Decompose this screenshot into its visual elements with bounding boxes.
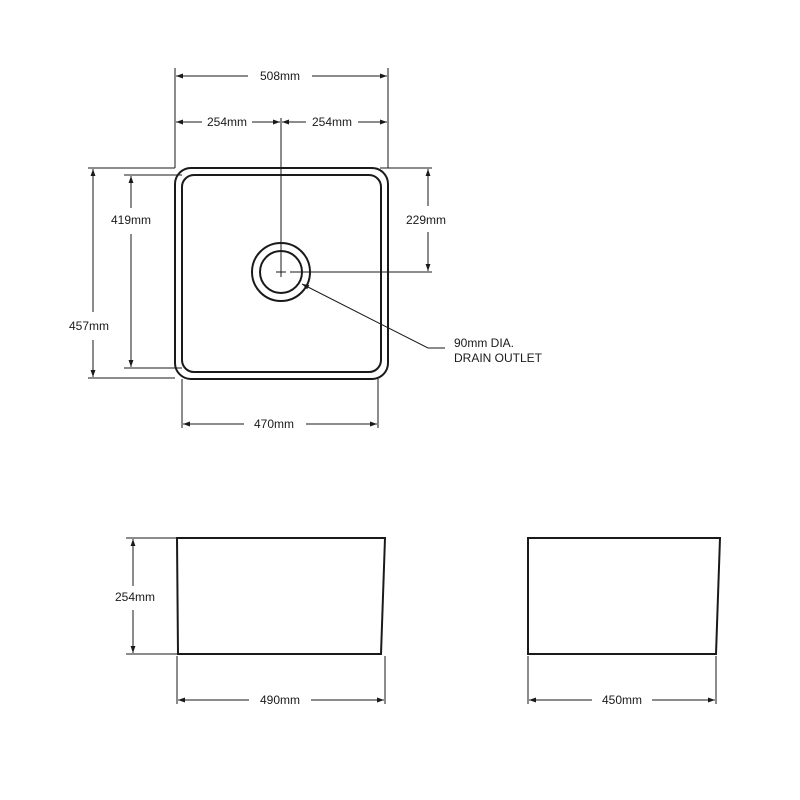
dim-overall-depth-label: 457mm (69, 319, 109, 333)
dim-right-half-label: 254mm (312, 115, 352, 129)
front-view: 254mm 490mm (115, 537, 387, 707)
dim-left-half: 254mm (176, 115, 280, 129)
dim-front-height: 254mm (115, 539, 155, 653)
dim-right-half: 254mm (282, 115, 387, 129)
dim-inner-depth: 419mm (111, 176, 151, 367)
dim-overall-depth: 457mm (69, 169, 109, 377)
dim-left-half-label: 254mm (207, 115, 247, 129)
dim-side-width-label: 450mm (602, 693, 642, 707)
dim-drain-offset-label: 229mm (406, 213, 446, 227)
plan-view: 508mm 254mm 254mm 457mm 419mm (69, 68, 543, 431)
drain-leader: 90mm DIA. DRAIN OUTLET (301, 283, 543, 365)
dim-drain-offset: 229mm (406, 169, 446, 271)
dim-overall-width-label: 508mm (260, 69, 300, 83)
dim-bottom-width-label: 470mm (254, 417, 294, 431)
drain-note-line1: 90mm DIA. (454, 336, 514, 350)
drain-note-line2: DRAIN OUTLET (454, 351, 543, 365)
dim-front-height-label: 254mm (115, 590, 155, 604)
dim-side-width: 450mm (529, 693, 715, 707)
front-view-outline (175, 537, 387, 655)
dim-front-width-label: 490mm (260, 693, 300, 707)
dim-front-width: 490mm (178, 693, 384, 707)
dim-overall-width: 508mm (176, 69, 387, 83)
side-view: 450mm (527, 537, 722, 707)
dim-inner-depth-label: 419mm (111, 213, 151, 227)
side-view-outline (527, 537, 722, 655)
dim-bottom-width: 470mm (183, 417, 377, 431)
